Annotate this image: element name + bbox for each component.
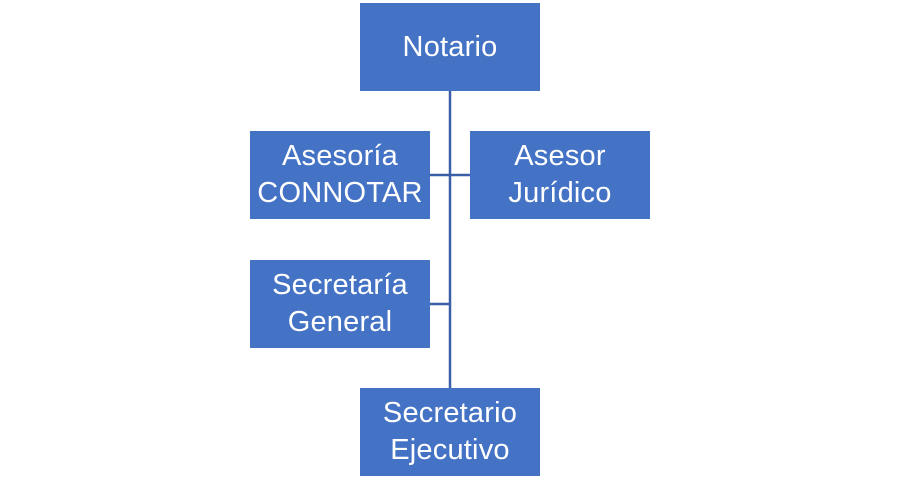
node-asesor-juridico: Asesor Jurídico	[470, 131, 650, 219]
node-secretaria-general: Secretaría General	[250, 260, 430, 348]
node-notario: Notario	[360, 3, 540, 91]
node-secretario-ejecutivo: Secretario Ejecutivo	[360, 388, 540, 476]
node-asesoria-connotar: Asesoría CONNOTAR	[250, 131, 430, 219]
